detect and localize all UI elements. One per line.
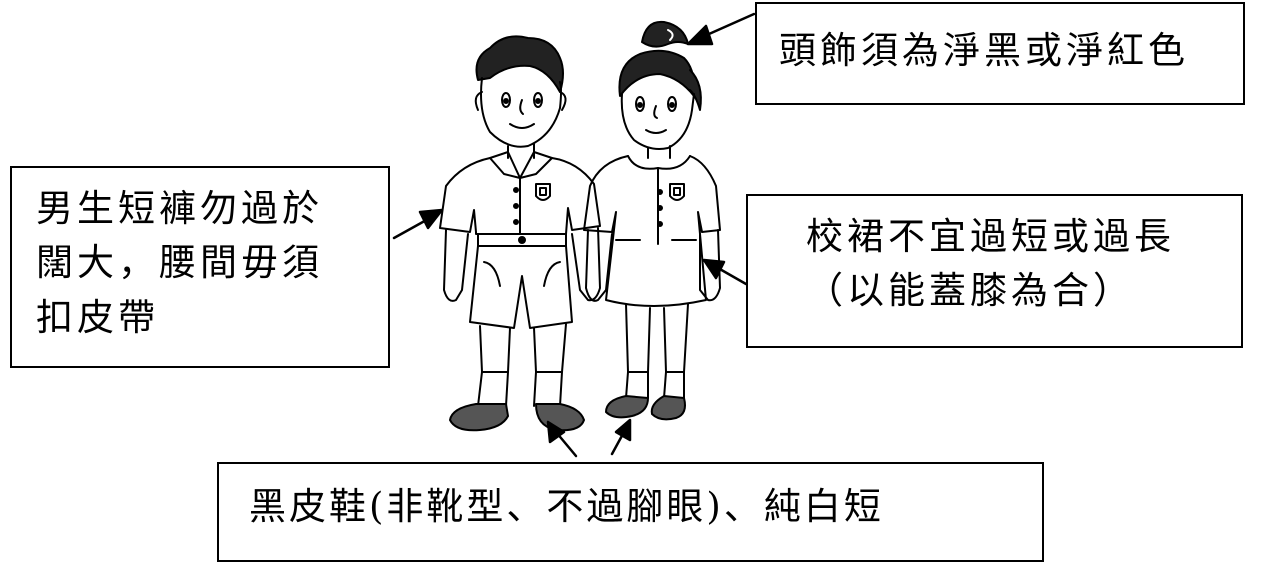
shoes-note-box: 黑皮鞋(非靴型、不過腳眼)、純白短 bbox=[217, 462, 1044, 562]
shorts-note-line-2: 闊大，腰間毋須 bbox=[36, 241, 323, 285]
headwear-note-box: 頭飾須為淨黑或淨紅色 bbox=[755, 2, 1245, 105]
shoes-note-line-1: 黑皮鞋(非靴型、不過腳眼)、純白短 bbox=[249, 485, 884, 528]
uniform-illustration bbox=[392, 12, 756, 458]
boy-figure bbox=[439, 35, 601, 432]
skirt-note-line-1: 校裙不宜過短或過長 bbox=[806, 215, 1175, 258]
shorts-note-box: 男生短褲勿過於 闊大，腰間毋須 扣皮帶 bbox=[10, 166, 390, 368]
callout-arrows bbox=[392, 12, 756, 458]
skirt-note-line-2: （以能蓋膝為合） bbox=[806, 269, 1134, 313]
skirt-note-box: 校裙不宜過短或過長 （以能蓋膝為合） bbox=[746, 194, 1243, 348]
girl-figure bbox=[583, 20, 721, 421]
shorts-note-line-3: 扣皮帶 bbox=[36, 295, 159, 339]
arrow-skirt bbox=[716, 266, 748, 286]
shorts-note-line-1: 男生短褲勿過於 bbox=[36, 187, 323, 230]
headwear-note-line-1: 頭飾須為淨黑或淨紅色 bbox=[779, 29, 1189, 72]
